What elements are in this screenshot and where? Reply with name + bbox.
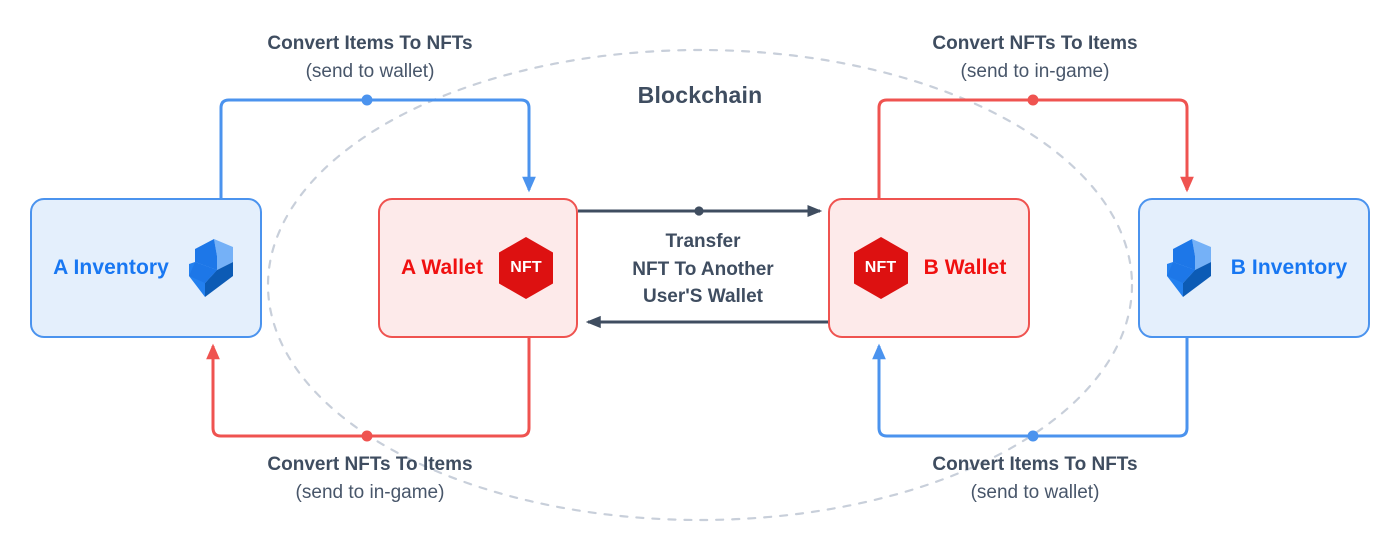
nft-hexagon-icon: NFT [852,236,910,300]
caption-bottom-left-main: Convert NFTs To Items [267,454,473,475]
nft-hexagon-label: NFT [864,259,897,276]
caption-bottom-right: Convert Items To NFTs (send to wallet) [845,453,1225,505]
caption-top-left-sub: (send to wallet) [305,60,435,82]
node-b-inventory[interactable]: B Inventory [1138,198,1370,338]
caption-bottom-right-sub: (send to wallet) [970,481,1100,503]
nft-hexagon-label: NFT [510,259,542,276]
node-a-wallet[interactable]: A Wallet NFT [378,198,578,338]
node-b-inventory-label: B Inventory [1230,256,1348,279]
node-a-inventory-label: A Inventory [53,256,169,279]
blockchain-title: Blockchain [637,82,763,108]
caption-top-left-main: Convert Items To NFTs [267,33,473,54]
transfer-line-3: User'S Wallet [643,286,763,308]
wire-b-wallet-to-b-inventory [877,98,1194,198]
node-a-inventory[interactable]: A Inventory [30,198,262,338]
node-a-wallet-label: A Wallet [400,256,484,279]
wire-a-wallet-to-a-inventory [206,338,531,438]
caption-top-left: Convert Items To NFTs (send to wallet) [180,32,560,84]
wire-dot-bottom-right [1027,430,1039,442]
caption-top-right-main: Convert NFTs To Items [932,33,1138,54]
wire-a-inventory-to-a-wallet [219,98,536,198]
nft-hexagon-icon: NFT [497,236,555,300]
lightning-bolt-icon [188,239,233,297]
caption-bottom-left: Convert NFTs To Items (send to in-game) [180,453,560,505]
transfer-line-1: Transfer [665,231,741,252]
transfer-line-2: NFT To Another [632,258,774,280]
caption-bottom-left-sub: (send to in-game) [295,481,445,503]
transfer-label: Transfer NFT To Another User'S Wallet [578,228,828,311]
wire-b-inventory-to-b-wallet [872,338,1189,438]
node-b-wallet[interactable]: NFT B Wallet [828,198,1030,338]
lightning-bolt-icon [1166,239,1211,297]
node-b-wallet-label: B Wallet [923,256,1007,279]
transfer-dot-a-to-b [694,206,704,216]
caption-top-right-sub: (send to in-game) [960,60,1110,82]
caption-bottom-right-main: Convert Items To NFTs [932,454,1138,475]
wire-dot-bottom-left [361,430,373,442]
caption-top-right: Convert NFTs To Items (send to in-game) [845,32,1225,84]
